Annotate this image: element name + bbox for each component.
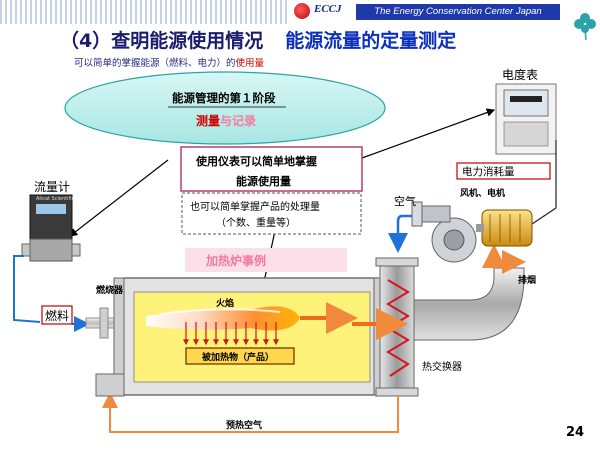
case-label-box [185, 248, 347, 272]
eccj-logo-icon [294, 3, 310, 19]
info-box-meter [180, 146, 363, 192]
air-intake-line [388, 214, 412, 253]
stage-text-rest: 与记录 [220, 114, 257, 128]
stage-text: 测量与记录 [196, 112, 256, 129]
pointer-to-flowmeter [69, 159, 169, 237]
clover-icon [574, 13, 596, 41]
subtitle-emphasis: 使用量 [235, 58, 265, 69]
preheated-air-label: 预热空气 [226, 421, 263, 431]
meter-label: 电度表 [502, 68, 539, 82]
header-bar [0, 0, 600, 24]
stage-oval [64, 71, 386, 145]
title-main: （4）查明能源使用情况 [60, 30, 264, 52]
motor-icon [481, 209, 533, 247]
flowmeter-label: 流量计 [34, 180, 71, 194]
fan-motor-label: 风机、电机 [460, 189, 506, 199]
flame [146, 306, 300, 331]
flowmeter-brand: Alicat Scientific [36, 196, 75, 202]
pointer-to-meter [361, 108, 496, 159]
power-label-box [456, 162, 551, 180]
case-label: 加热炉事例 [206, 254, 267, 268]
preheated-air-line [102, 392, 399, 433]
title-sub: 能源流量的定量测定 [285, 30, 457, 52]
furnace-chamber [133, 291, 371, 383]
info-box-line-1: 使用仪表可以简单地掌握 [196, 155, 317, 168]
exhaust-duct [413, 267, 525, 341]
info-box-product [181, 192, 362, 235]
fuel-label: 燃料 [45, 309, 70, 323]
flame-label: 火焰 [216, 299, 235, 309]
fuel-flow-line [13, 255, 41, 323]
exhaust-label: 排烟 [518, 276, 537, 286]
page-number: 24 [566, 425, 585, 440]
page-subtitle: 可以简单的掌握能源（燃料、电力）的使用量 [74, 55, 264, 69]
air-label: 空气 [394, 195, 416, 208]
stage-text-red: 测量 [196, 114, 221, 128]
product-label: 被加热物（产品） [202, 353, 275, 363]
fuel-label-box [41, 305, 73, 325]
subtitle-text: 可以简单的掌握能源（燃料、电力）的 [74, 58, 236, 69]
product-box-line-2: （个数、重量等） [216, 218, 296, 229]
product [185, 347, 295, 365]
heat-exchanger-label: 热交换器 [422, 362, 462, 373]
burner-label: 燃烧器 [96, 286, 124, 296]
power-label: 电力消耗量 [462, 166, 515, 178]
logo-text: ECCJ [314, 3, 342, 15]
heat-arrows [183, 322, 279, 346]
page-title: （4）查明能源使用情况能源流量的定量测定 [60, 26, 456, 53]
info-box-line-2: 能源使用量 [236, 175, 291, 188]
org-banner: The Energy Conservation Center Japan [356, 4, 560, 20]
product-box-line-1: 也可以简单掌握产品的处理量 [190, 202, 320, 213]
header-stripe [0, 0, 290, 24]
stage-title: 能源管理的第１阶段 [172, 91, 276, 105]
